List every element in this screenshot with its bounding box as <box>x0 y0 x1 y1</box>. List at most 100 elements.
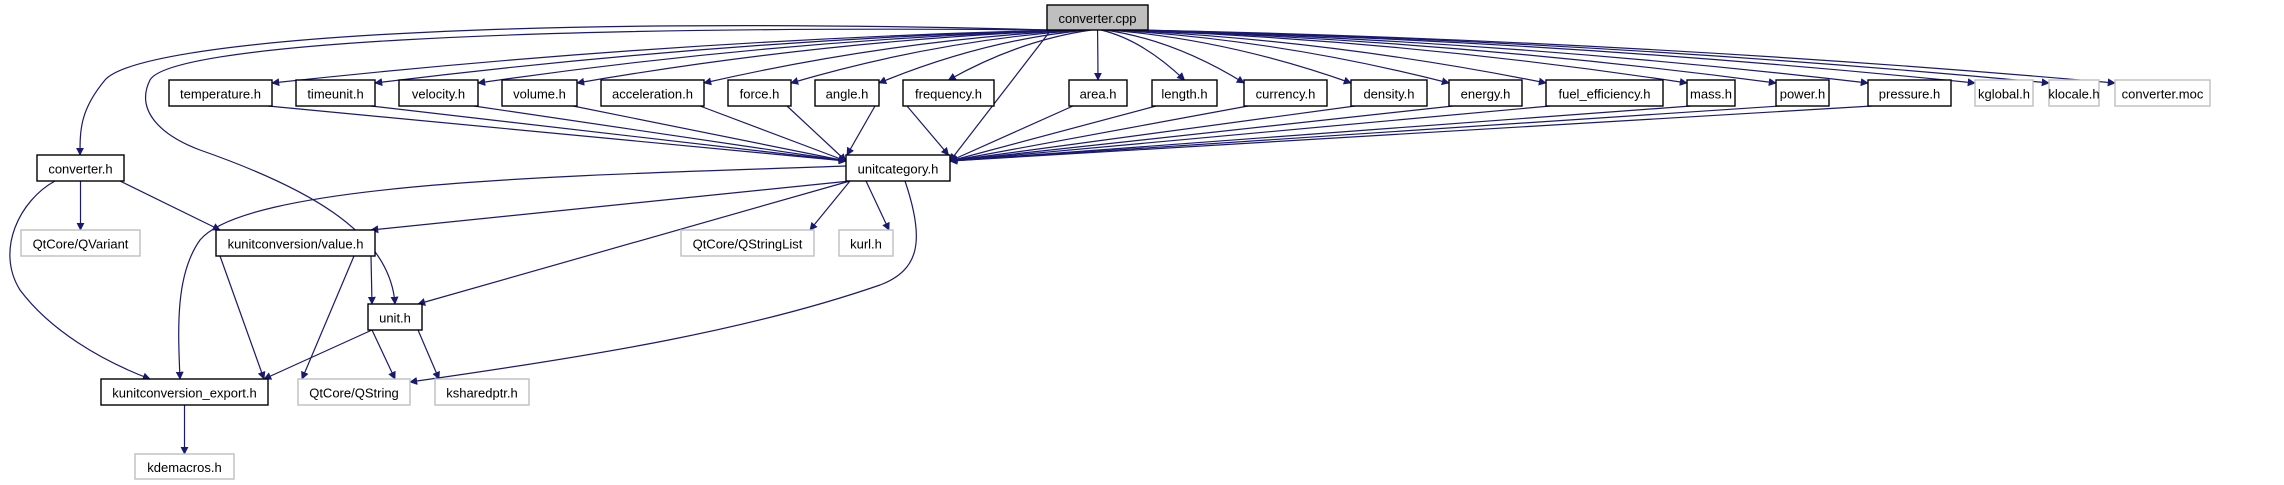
node-velocity-h[interactable]: velocity.h <box>398 79 479 107</box>
node-qstring: QtCore/QString <box>297 378 411 406</box>
node-kglobal-h: kglobal.h <box>1974 79 2034 107</box>
node-ksharedptr-h: ksharedptr.h <box>434 378 530 406</box>
node-converter-cpp[interactable]: converter.cpp <box>1046 4 1149 31</box>
edge-density-h-to-unitcategory-h <box>949 105 1356 164</box>
edge-unitcategory-h-to-value-h <box>370 180 851 234</box>
node-box <box>434 378 530 406</box>
node-label: velocity.h <box>412 87 465 102</box>
node-pressure-h[interactable]: pressure.h <box>1867 79 1952 107</box>
edge-value-h-to-unit-h <box>367 255 376 305</box>
node-box <box>501 79 578 107</box>
edge-unitcategory-h-to-export-h <box>175 165 847 380</box>
edge-converter-cpp-to-kglobal-h <box>1133 29 1976 87</box>
edge-value-h-to-qstring <box>301 255 355 380</box>
node-unit-h[interactable]: unit.h <box>367 303 423 331</box>
node-timeunit-h[interactable]: timeunit.h <box>295 79 376 107</box>
node-box <box>168 79 273 107</box>
edge-force-h-to-unitcategory-h <box>786 105 847 162</box>
edge-velocity-h-to-unitcategory-h <box>473 105 847 164</box>
node-label: pressure.h <box>1879 87 1940 102</box>
edge-pressure-h-to-unitcategory-h <box>949 105 1873 165</box>
edge-unit-h-to-ksharedptr-h <box>417 329 440 380</box>
edge-converter-cpp-to-timeunit-h <box>374 29 1068 87</box>
node-kurl-h: kurl.h <box>838 229 894 257</box>
node-box <box>1974 79 2034 107</box>
node-label: power.h <box>1780 87 1826 102</box>
node-label: ksharedptr.h <box>446 386 518 401</box>
node-temperature-h[interactable]: temperature.h <box>168 79 273 107</box>
node-unitcategory-h[interactable]: unitcategory.h <box>845 154 951 182</box>
node-converter-moc: converter.moc <box>2114 79 2211 107</box>
node-box <box>838 229 894 257</box>
node-frequency-h[interactable]: frequency.h <box>902 79 995 107</box>
edge-converter-cpp-to-energy-h <box>1112 29 1450 86</box>
node-box <box>814 79 880 107</box>
node-converter-h[interactable]: converter.h <box>36 154 125 182</box>
node-mass-h[interactable]: mass.h <box>1686 79 1736 107</box>
node-volume-h[interactable]: volume.h <box>501 79 578 107</box>
node-density-h[interactable]: density.h <box>1350 79 1428 107</box>
node-length-h[interactable]: length.h <box>1151 79 1218 107</box>
node-label: QtCore/QStringList <box>693 237 803 252</box>
node-box <box>1350 79 1428 107</box>
edge-converter-cpp-to-volume-h <box>576 29 1076 86</box>
edge-temperature-h-to-unitcategory-h <box>267 105 847 165</box>
node-label: length.h <box>1161 87 1207 102</box>
node-label: energy.h <box>1461 87 1511 102</box>
node-export-h[interactable]: kunitconversion_export.h <box>100 378 269 406</box>
edge-converter-cpp-to-velocity-h <box>477 29 1072 86</box>
edge-mass-h-to-unitcategory-h <box>949 105 1692 165</box>
edge-converter-cpp-to-pressure-h <box>1129 29 1869 87</box>
edge-unitcategory-h-to-qstring <box>409 180 917 385</box>
edge-acceleration-h-to-unitcategory-h <box>699 105 847 163</box>
edge-unitcategory-h-to-unit-h <box>417 180 851 306</box>
edge-unit-h-to-qstring <box>371 329 396 380</box>
node-fuel-efficiency-h[interactable]: fuel_efficiency.h <box>1545 79 1664 107</box>
node-label: kunitconversion_export.h <box>112 386 257 401</box>
edge-converter-cpp-to-force-h <box>790 29 1085 85</box>
node-label: unit.h <box>379 311 411 326</box>
node-qstringlist: QtCore/QStringList <box>680 229 815 257</box>
node-label: timeunit.h <box>307 87 363 102</box>
edge-converter-cpp-to-acceleration-h <box>703 29 1080 86</box>
node-currency-h[interactable]: currency.h <box>1243 79 1328 107</box>
node-value-h[interactable]: kunitconversion/value.h <box>215 229 376 257</box>
node-box <box>1151 79 1218 107</box>
edge-converter-h-to-value-h <box>119 180 221 231</box>
node-label: klocale.h <box>2048 87 2099 102</box>
node-box <box>1243 79 1328 107</box>
node-box <box>600 79 705 107</box>
edge-value-h-to-export-h <box>219 255 266 380</box>
node-label: kdemacros.h <box>147 460 221 475</box>
node-label: mass.h <box>1690 87 1732 102</box>
node-box <box>1775 79 1830 107</box>
node-energy-h[interactable]: energy.h <box>1448 79 1523 107</box>
edge-converter-cpp-to-currency-h <box>1104 29 1245 84</box>
edge-energy-h-to-unitcategory-h <box>949 105 1454 165</box>
edge-converter-cpp-to-angle-h <box>878 29 1088 84</box>
edge-timeunit-h-to-unitcategory-h <box>370 105 847 165</box>
node-box <box>727 79 792 107</box>
node-acceleration-h[interactable]: acceleration.h <box>600 79 705 107</box>
node-box <box>1068 79 1128 107</box>
node-box <box>398 79 479 107</box>
node-label: temperature.h <box>180 87 261 102</box>
node-power-h[interactable]: power.h <box>1775 79 1830 107</box>
edge-volume-h-to-unitcategory-h <box>572 105 847 164</box>
node-box <box>134 453 235 480</box>
node-label: kunitconversion/value.h <box>228 237 364 252</box>
node-angle-h[interactable]: angle.h <box>814 79 880 107</box>
edge-converter-cpp-to-unit-h <box>145 28 1052 305</box>
node-force-h[interactable]: force.h <box>727 79 792 107</box>
node-box <box>845 154 951 182</box>
node-qvariant: QtCore/QVariant <box>20 229 141 257</box>
node-box <box>902 79 995 107</box>
node-label: force.h <box>740 87 780 102</box>
node-label: QtCore/QVariant <box>33 237 129 252</box>
node-label: density.h <box>1363 87 1414 102</box>
edge-converter-cpp-to-fuel-efficiency-h <box>1117 29 1547 86</box>
node-box <box>297 378 411 406</box>
node-area-h[interactable]: area.h <box>1068 79 1128 107</box>
edge-area-h-to-unitcategory-h <box>949 105 1074 162</box>
node-klocale-h: klocale.h <box>2048 79 2100 107</box>
